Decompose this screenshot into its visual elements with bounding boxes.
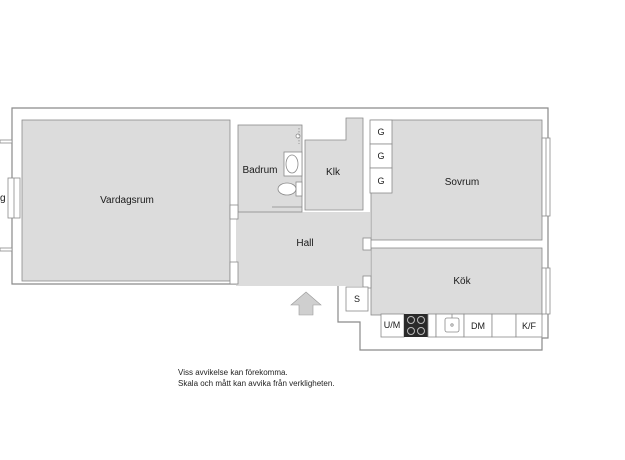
room-label-kitchen: Kök xyxy=(453,276,471,287)
kf-box xyxy=(515,313,543,338)
room-label-closet: Klk xyxy=(326,167,341,178)
counter-blank xyxy=(427,313,437,338)
fixture-label-um: U/M xyxy=(384,320,401,330)
edge-text: g xyxy=(0,193,6,204)
kitchen-sink-icon xyxy=(435,313,465,338)
window-left-bottom xyxy=(0,247,13,252)
window-bedroom xyxy=(541,137,551,217)
bedroom-floor xyxy=(370,119,543,241)
kitchen-floor xyxy=(370,247,543,316)
disclaimer-line-2: Skala och mått kan avvika från verklighe… xyxy=(178,379,335,388)
wardrobe-3 xyxy=(369,167,393,194)
stove-box xyxy=(345,286,369,312)
toilet-icon xyxy=(277,181,303,197)
disclaimer: Viss avvikelse kan förekomma. Skala och … xyxy=(178,367,335,389)
room-label-bedroom: Sovrum xyxy=(445,177,479,188)
window-left-top xyxy=(0,139,13,144)
fixture-label-g: G xyxy=(377,127,384,137)
cooktop-icon xyxy=(404,314,428,337)
fixture-label-kf: K/F xyxy=(522,321,537,331)
window-left-mid xyxy=(7,177,21,219)
sink-icon xyxy=(283,151,303,177)
wall-stub xyxy=(362,275,372,289)
wall-stub xyxy=(229,261,239,285)
wall-stub xyxy=(229,204,239,220)
shower-icon xyxy=(295,128,301,144)
counter-blank xyxy=(491,313,517,338)
disclaimer-line-1: Viss avvikelse kan förekomma. xyxy=(178,368,288,377)
wall-stub xyxy=(362,237,372,251)
fixture-label-g: G xyxy=(377,151,384,161)
fixture-label-dm: DM xyxy=(471,321,485,331)
closet-floor xyxy=(304,117,364,211)
fixture-label-s: S xyxy=(354,294,360,304)
room-label-bath: Badrum xyxy=(242,165,277,176)
fixture-label-g: G xyxy=(377,176,384,186)
living-room-floor xyxy=(21,119,231,282)
entrance-arrow-icon xyxy=(290,291,322,316)
window-kitchen xyxy=(541,267,551,315)
hall-floor xyxy=(236,212,370,286)
room-label-hall: Hall xyxy=(296,238,313,249)
room-label-living: Vardagsrum xyxy=(100,195,154,206)
